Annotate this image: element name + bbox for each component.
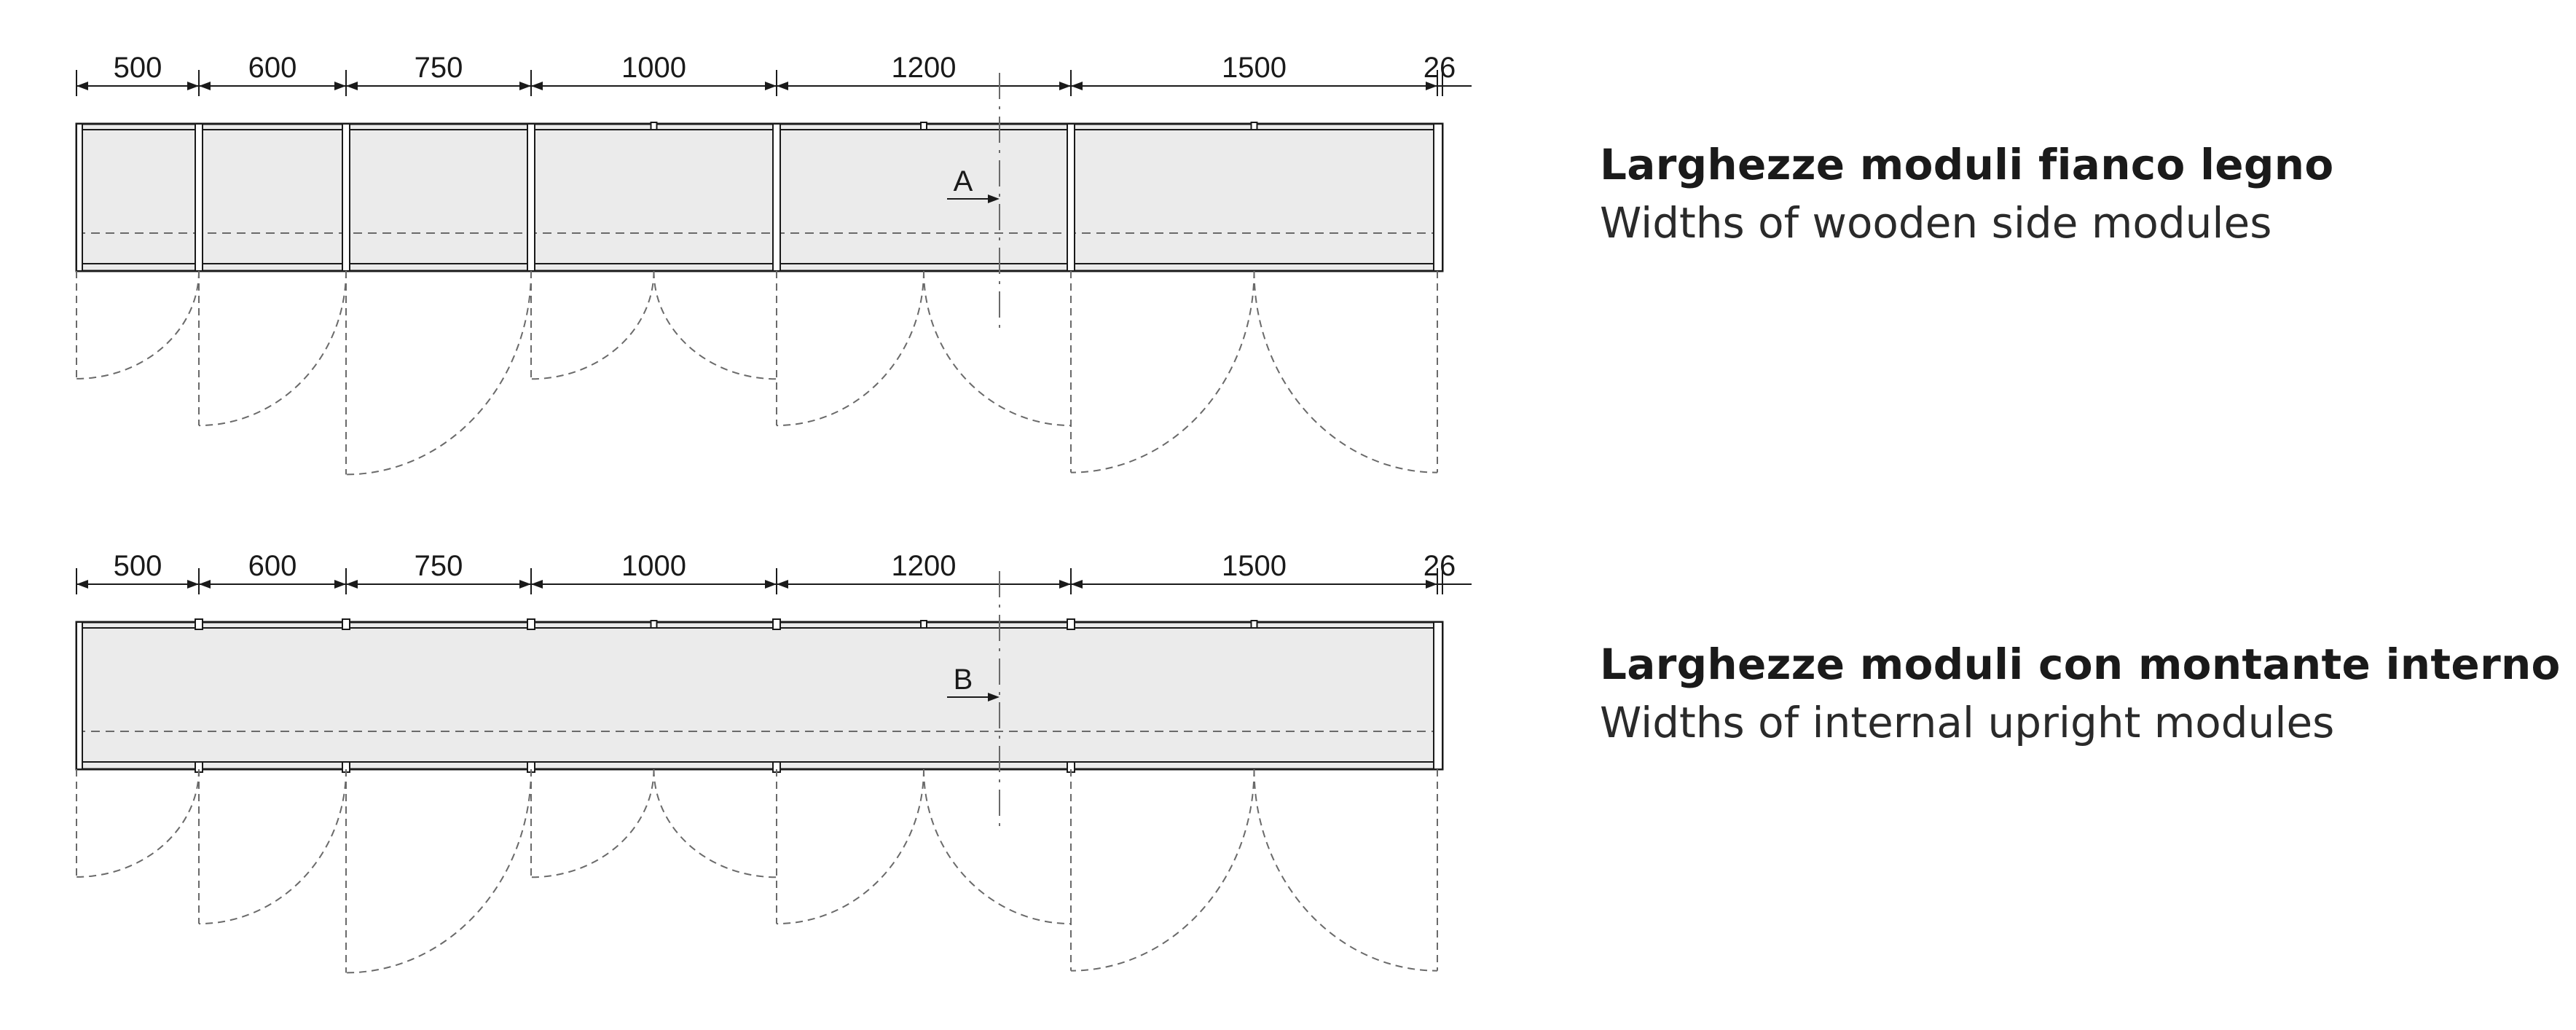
start-panel bbox=[76, 123, 83, 272]
dimension-label: 1000 bbox=[621, 52, 686, 84]
dimension-label: 500 bbox=[114, 550, 162, 582]
section-marker-label: B bbox=[954, 664, 973, 696]
side-panel bbox=[195, 123, 203, 272]
door-swing-arc bbox=[1070, 768, 1255, 972]
dimension-arrow bbox=[76, 580, 88, 589]
caption-title-it: Larghezze moduli con montante interno bbox=[1600, 640, 2561, 689]
dimension-arrow bbox=[1059, 580, 1071, 589]
dimension-arrow bbox=[765, 580, 777, 589]
door-swing-arc bbox=[653, 768, 777, 878]
caption-title-en: Widths of wooden side modules bbox=[1600, 198, 2272, 248]
dimension-label-end: 26 bbox=[1424, 550, 1456, 582]
dimension-label: 1200 bbox=[892, 52, 957, 84]
dimension-arrow bbox=[76, 82, 88, 90]
end-panel bbox=[1433, 621, 1443, 770]
dimension-label: 750 bbox=[415, 550, 463, 582]
door-swing-arc bbox=[76, 768, 200, 878]
section-marker-label: A bbox=[954, 165, 973, 197]
dimension-label-end: 26 bbox=[1424, 52, 1456, 84]
door-swing-arc bbox=[345, 270, 532, 476]
door-swing-arc bbox=[776, 768, 924, 925]
upright-top bbox=[195, 618, 203, 630]
door-swing-arc bbox=[76, 270, 200, 380]
dimension-label: 600 bbox=[248, 550, 297, 582]
cabinet-body bbox=[75, 122, 1444, 272]
door-swing-arc bbox=[653, 270, 777, 380]
door-swing-arc bbox=[530, 768, 655, 878]
cabinet-body bbox=[75, 621, 1444, 771]
door-swing-arc bbox=[345, 768, 532, 974]
start-panel bbox=[76, 621, 83, 770]
dimension-arrow bbox=[1426, 580, 1437, 589]
door-joint bbox=[1250, 122, 1258, 130]
dimension-label: 1500 bbox=[1222, 550, 1287, 582]
upright-top bbox=[772, 618, 781, 630]
dimension-arrow bbox=[199, 580, 211, 589]
door-swing-arc bbox=[1253, 270, 1438, 473]
dimension-arrow bbox=[1426, 82, 1437, 90]
section-arrow-head bbox=[988, 693, 1000, 701]
side-panel bbox=[772, 123, 781, 272]
dimension-arrow bbox=[199, 82, 211, 90]
dimension-arrow bbox=[346, 580, 358, 589]
dimension-label: 600 bbox=[248, 52, 297, 84]
door-swing-arc bbox=[776, 270, 924, 427]
caption-title-it: Larghezze moduli fianco legno bbox=[1600, 140, 2334, 189]
upright-top bbox=[527, 618, 535, 630]
dimension-arrow bbox=[777, 82, 788, 90]
dimension-arrow bbox=[1071, 580, 1083, 589]
door-joint bbox=[1250, 620, 1258, 629]
dimension-arrow bbox=[334, 82, 346, 90]
door-swing-arc bbox=[198, 270, 347, 427]
dimension-arrow bbox=[334, 580, 346, 589]
dimension-arrow bbox=[777, 580, 788, 589]
side-panel bbox=[527, 123, 535, 272]
dimension-arrow bbox=[519, 580, 531, 589]
dimension-arrow bbox=[531, 82, 543, 90]
upright-top bbox=[1067, 618, 1075, 630]
door-swing-arc bbox=[923, 768, 1072, 925]
diagram-wooden-side: 500 600 750 1000 1200 1500 26A bbox=[75, 52, 1472, 476]
dimension-arrow bbox=[765, 82, 777, 90]
dimension-label: 750 bbox=[415, 52, 463, 84]
caption-wooden-side: Larghezze moduli fianco legno Widths of … bbox=[1600, 135, 2333, 252]
dimension-label: 1200 bbox=[892, 550, 957, 582]
dimension-arrow bbox=[187, 82, 199, 90]
dimension-arrow bbox=[1071, 82, 1083, 90]
caption-title-en: Widths of internal upright modules bbox=[1600, 698, 2335, 747]
caption-internal-upright: Larghezze moduli con montante interno Wi… bbox=[1600, 635, 2561, 752]
dimension-arrow bbox=[187, 580, 199, 589]
dimension-arrow bbox=[519, 82, 531, 90]
dimension-arrow bbox=[531, 580, 543, 589]
section-arrow-head bbox=[988, 194, 1000, 203]
diagram-internal-upright: 500 600 750 1000 1200 1500 26B bbox=[75, 550, 1472, 974]
side-panel bbox=[342, 123, 350, 272]
upright-top bbox=[342, 618, 350, 630]
door-swing-arc bbox=[1253, 768, 1438, 972]
door-swing-arc bbox=[923, 270, 1072, 427]
dimension-label: 1500 bbox=[1222, 52, 1287, 84]
door-swing-arc bbox=[198, 768, 347, 925]
dimension-label: 500 bbox=[114, 52, 162, 84]
door-swing-arc bbox=[1070, 270, 1255, 473]
door-joint bbox=[920, 620, 927, 629]
dimension-arrow bbox=[1059, 82, 1071, 90]
door-joint bbox=[920, 122, 927, 130]
end-panel bbox=[1433, 123, 1443, 272]
dimension-arrow bbox=[346, 82, 358, 90]
dimension-label: 1000 bbox=[621, 550, 686, 582]
door-joint bbox=[650, 122, 658, 130]
side-panel bbox=[1067, 123, 1075, 272]
door-joint bbox=[650, 620, 658, 629]
door-swing-arc bbox=[530, 270, 655, 380]
